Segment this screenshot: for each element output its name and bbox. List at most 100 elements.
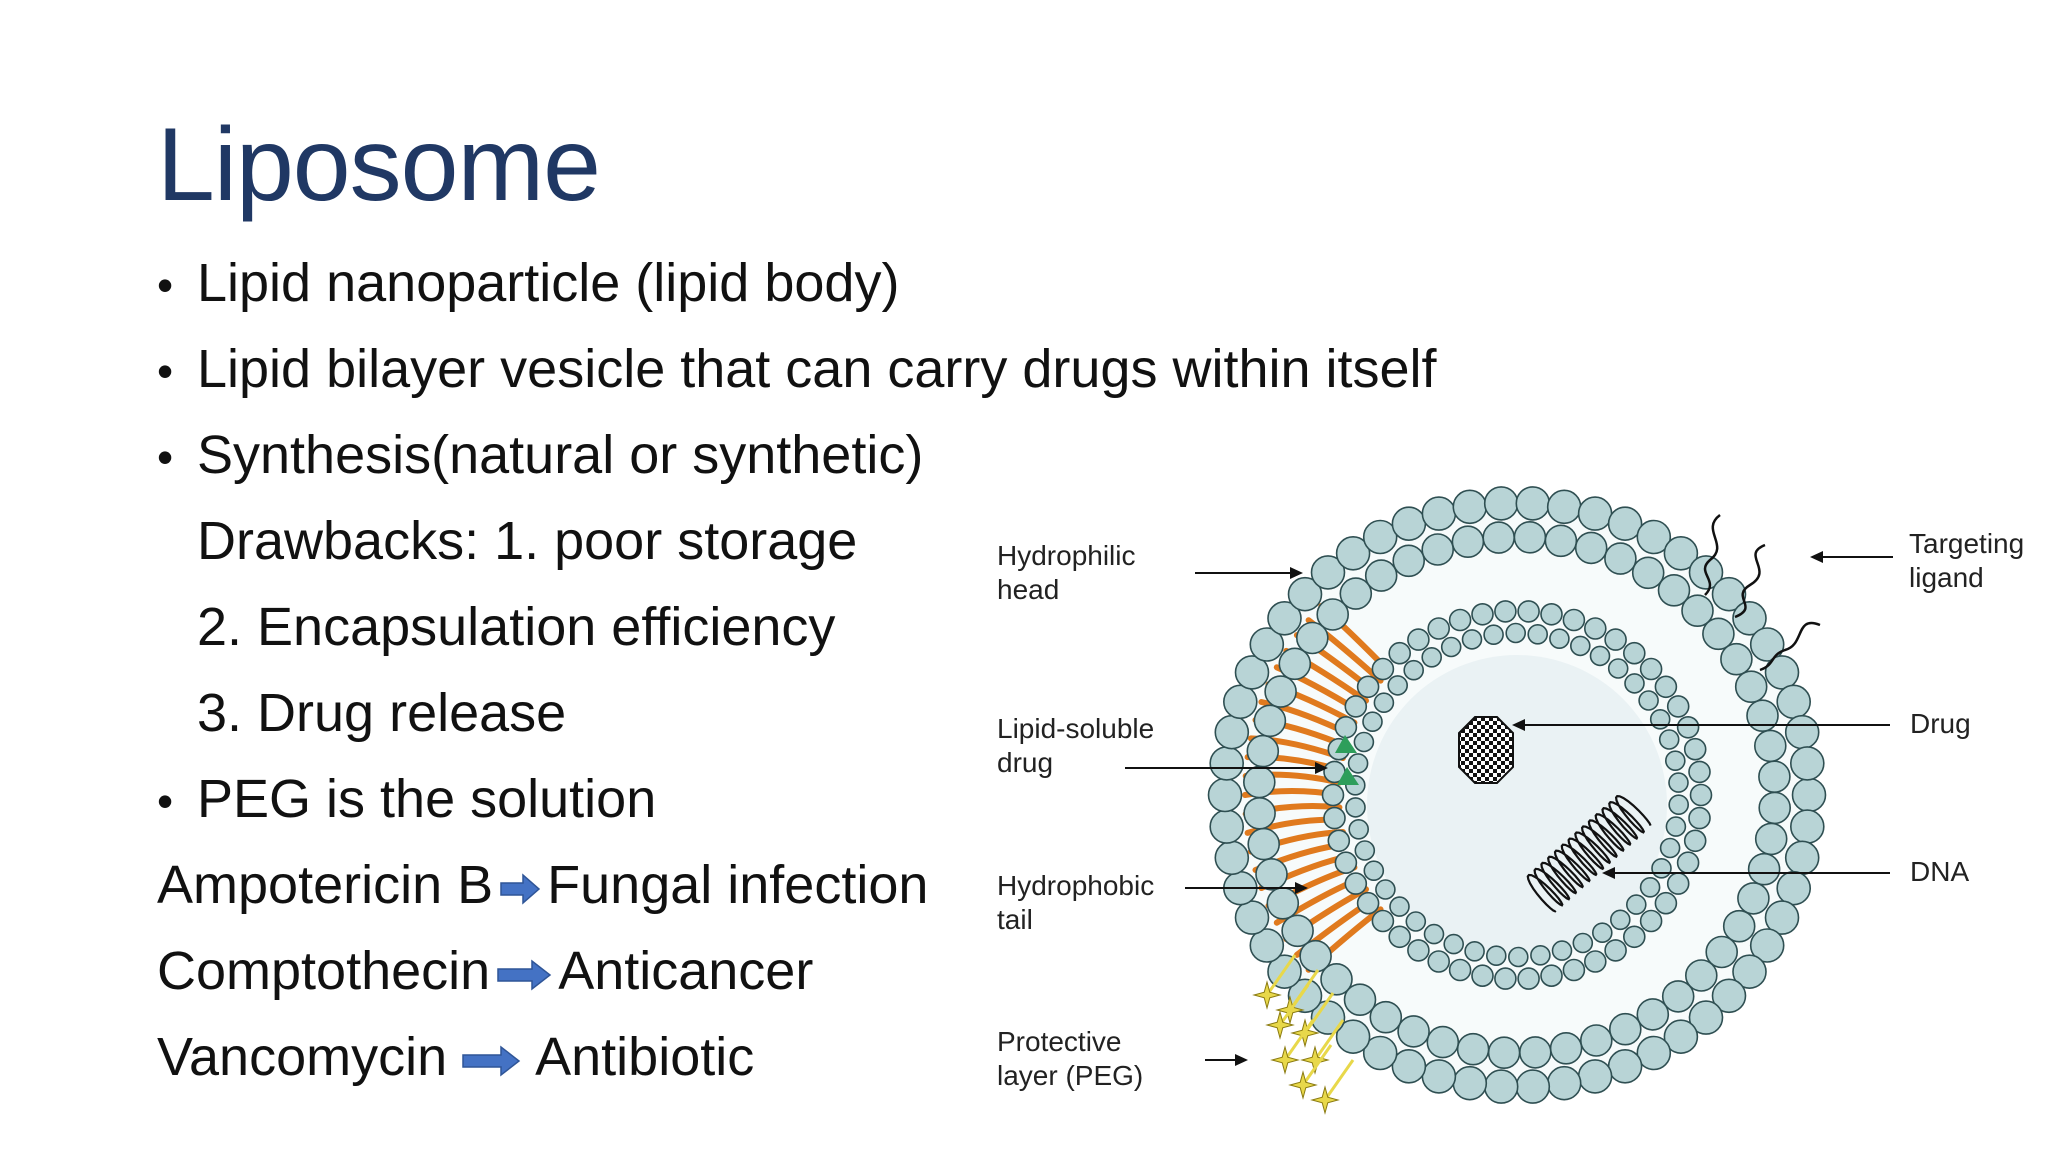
peg-chain	[1265, 954, 1297, 996]
lipid-head	[1310, 555, 1346, 590]
lipid-head	[1562, 958, 1586, 982]
lipid-head	[1661, 980, 1695, 1013]
lipid-head	[1749, 627, 1785, 662]
lipid-head	[1639, 909, 1663, 933]
lipid-head	[1362, 519, 1398, 555]
lipid-head	[1583, 950, 1607, 973]
lipid-drug-triangle	[1335, 735, 1357, 753]
lipid-head	[1249, 928, 1285, 963]
lipid-head	[1544, 524, 1578, 558]
lipid-head	[1569, 635, 1591, 657]
lipid-head	[1659, 837, 1681, 859]
lipid-head	[1323, 806, 1346, 830]
lipid-head	[1387, 675, 1409, 696]
lipid-head	[1639, 657, 1663, 681]
lipid-head	[1758, 791, 1792, 825]
lipid-head	[1362, 1035, 1398, 1071]
lipid-head	[1754, 822, 1788, 856]
lipid-head	[1249, 627, 1285, 662]
lipid-head	[1676, 851, 1700, 875]
lipid-head	[1452, 1065, 1488, 1101]
lipid-head	[1683, 829, 1707, 853]
lipid-head	[1371, 657, 1395, 681]
arrowhead-icon	[1315, 762, 1328, 774]
lipid-head	[1427, 617, 1451, 640]
lipid-head	[1347, 753, 1369, 774]
lipid-head	[1666, 695, 1690, 718]
bullet-item: •Lipid bilayer vesicle that can carry dr…	[157, 334, 1437, 404]
lipid-head	[1530, 944, 1551, 966]
peg-chain	[1323, 1059, 1355, 1101]
arrowhead-icon	[1235, 1054, 1248, 1066]
arrowhead-icon	[1512, 719, 1525, 731]
lipid-head	[1654, 891, 1678, 915]
inner-core	[1367, 655, 1667, 955]
lipid-head	[1658, 729, 1680, 750]
lipid-head	[1789, 746, 1825, 781]
lipid-head	[1421, 496, 1457, 531]
lipid-head	[1711, 978, 1747, 1014]
lipid-head	[1243, 796, 1276, 830]
lipid-head	[1577, 496, 1613, 531]
lipid-head	[1639, 876, 1661, 898]
lipid-head	[1287, 576, 1323, 612]
lipid-head	[1749, 928, 1785, 963]
lipid-head	[1562, 608, 1586, 632]
lipid-head	[1364, 559, 1398, 592]
drawback-item: 2. Encapsulation efficiency	[197, 597, 836, 657]
lipid-head	[1214, 714, 1250, 750]
lipid-head	[1764, 900, 1800, 935]
lipid-head	[1246, 734, 1280, 768]
inner-hydrophilic-heads	[1321, 600, 1713, 990]
lipid-head	[1681, 594, 1714, 627]
lipid-head	[1427, 950, 1451, 973]
lipid-head	[1421, 647, 1443, 668]
arrowhead-icon	[1290, 567, 1303, 579]
peg-star-icon	[1270, 1045, 1300, 1075]
lipid-head	[1688, 1000, 1724, 1035]
label-hydrophobic: tail	[997, 904, 1033, 935]
lipid-head	[1426, 1025, 1460, 1059]
bullet-item: •Synthesis(natural or synthetic)	[157, 420, 923, 490]
bullet-item: •Lipid nanoparticle (lipid body)	[157, 248, 899, 318]
lipid-head	[1513, 520, 1547, 554]
lipid-head	[1343, 983, 1377, 1017]
lipid-head	[1607, 1048, 1643, 1084]
lipid-head	[1684, 959, 1718, 992]
lipid-head	[1209, 809, 1244, 844]
lipid-head	[1391, 1048, 1427, 1084]
lipid-head	[1448, 958, 1472, 982]
lipid-head	[1515, 486, 1551, 521]
lipid-head	[1664, 750, 1686, 772]
bullet-dot-icon: •	[157, 259, 174, 311]
lipid-head	[1421, 533, 1455, 566]
label-hydrophilic: head	[997, 574, 1059, 605]
lipid-head	[1668, 772, 1689, 793]
lipid-head	[1702, 617, 1735, 651]
lipid-head	[1711, 576, 1747, 612]
drawback-item: 3. Drug release	[197, 683, 567, 743]
lipid-head	[1335, 536, 1371, 571]
lipid-head	[1339, 577, 1373, 610]
label-hydrophilic: Hydrophilic	[997, 540, 1136, 571]
lipid-head	[1549, 628, 1570, 649]
lipid-head	[1737, 882, 1770, 915]
label-protective: layer (PEG)	[997, 1060, 1143, 1091]
lipid-head	[1494, 967, 1517, 990]
lipid-head	[1373, 692, 1395, 713]
lipid-head	[1334, 851, 1358, 875]
lipid-head	[1657, 574, 1691, 607]
lipid-head	[1452, 489, 1488, 525]
drug-icon	[1458, 716, 1514, 784]
lipid-head	[1636, 519, 1672, 555]
lipid-head	[1440, 636, 1462, 658]
label-dna: DNA	[1910, 856, 1969, 887]
label-lipid-soluble: Lipid-soluble	[997, 713, 1154, 744]
lipid-head	[1461, 629, 1483, 650]
lipid-head	[1388, 641, 1412, 665]
lipid-head	[1344, 695, 1368, 718]
lipid-head	[1397, 1015, 1430, 1048]
